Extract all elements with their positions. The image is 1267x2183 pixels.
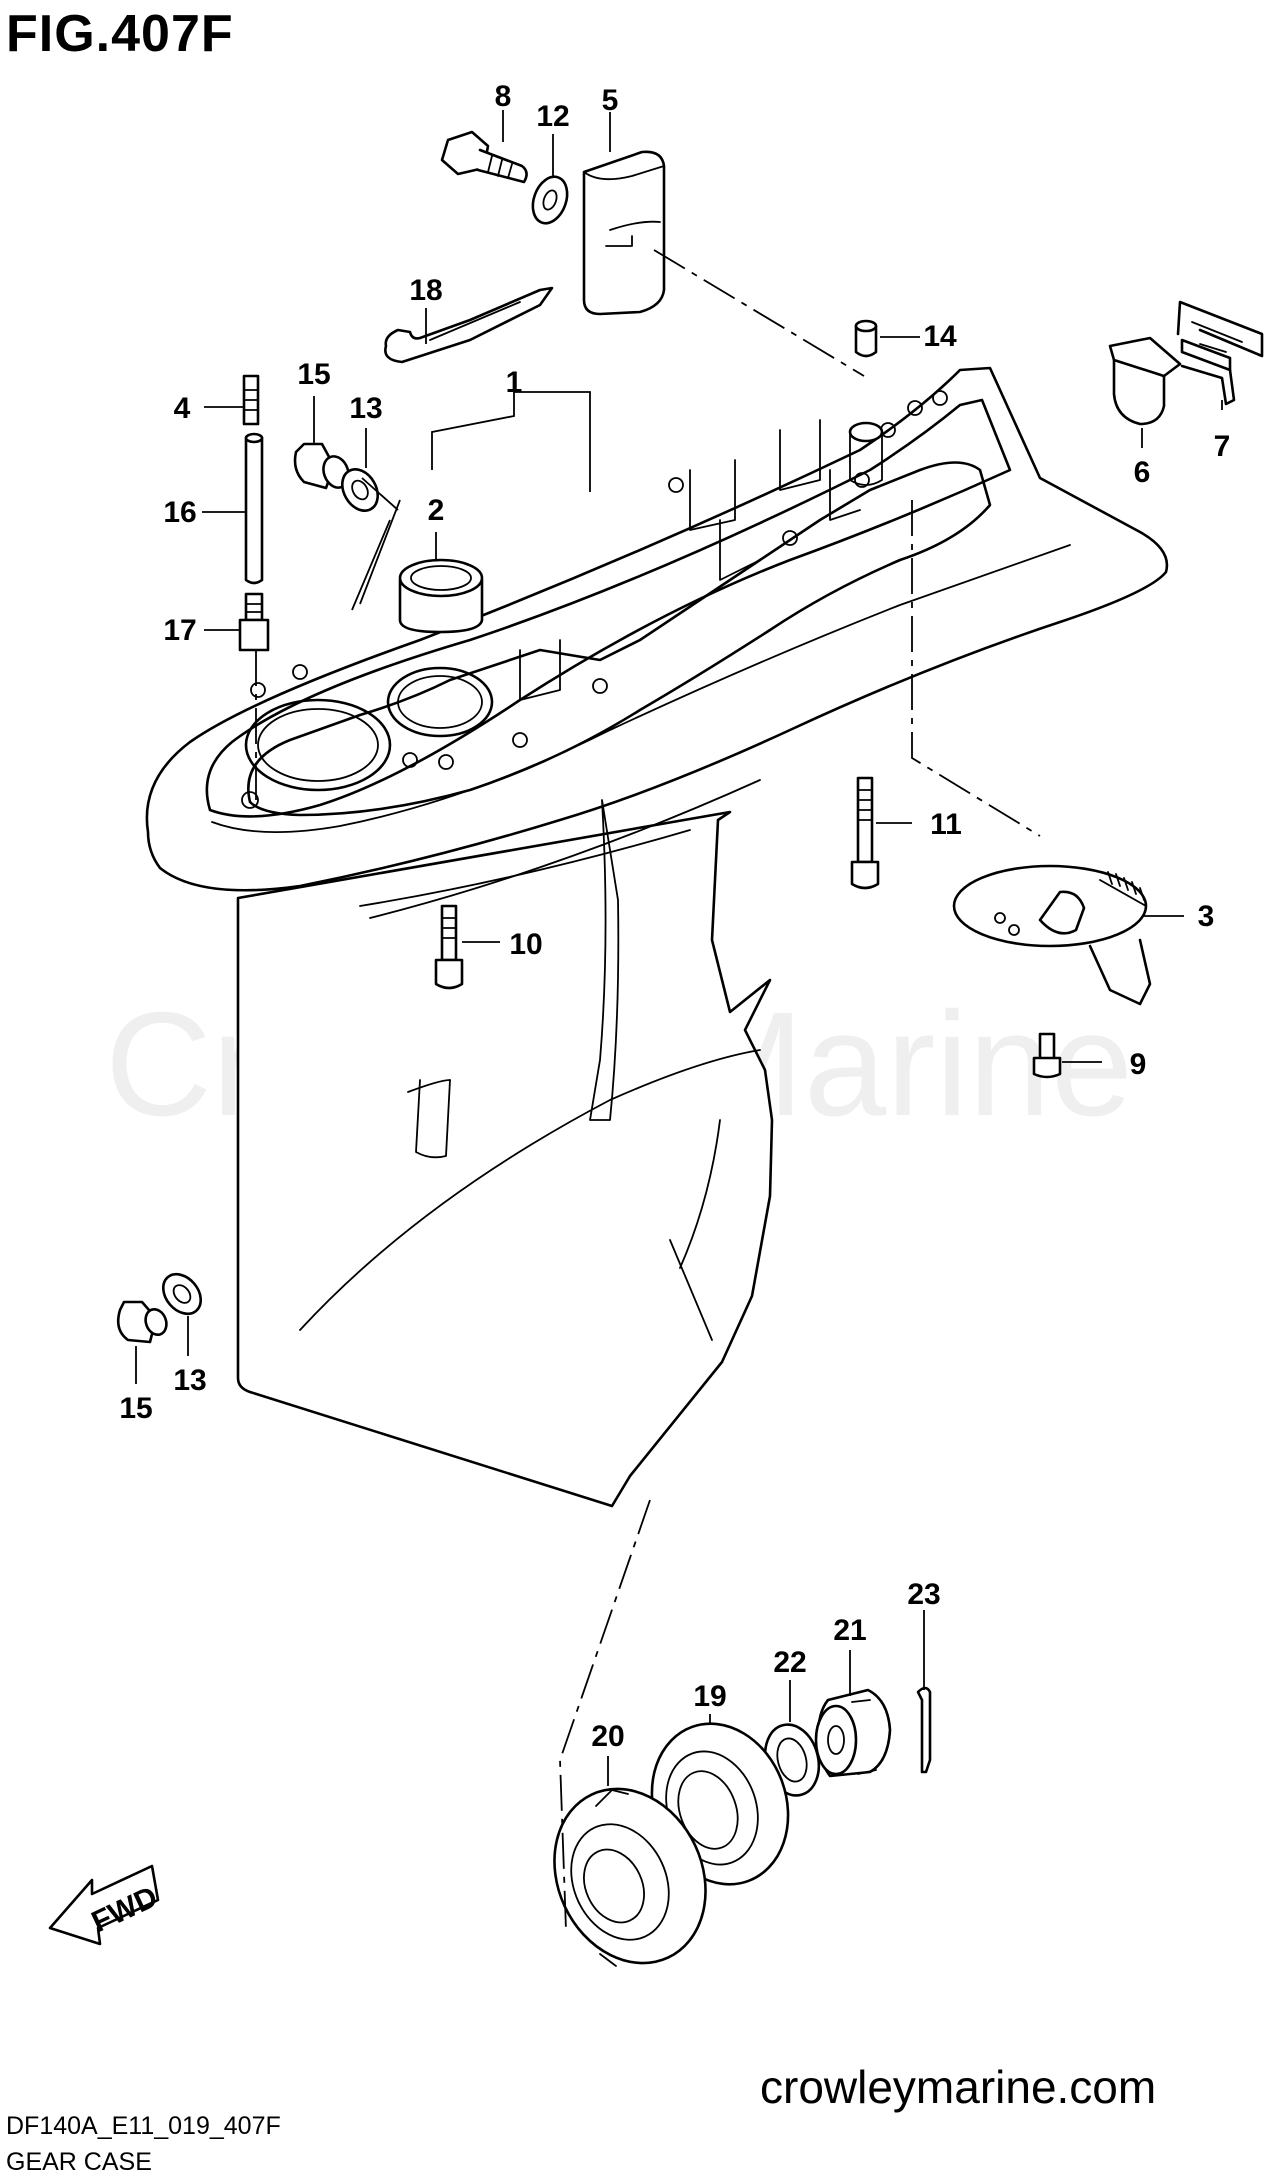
callout-c17: 17 (163, 614, 196, 647)
figure-caption: GEAR CASE (6, 2148, 152, 2176)
callout-c18: 18 (409, 274, 442, 307)
alignment-lines (255, 249, 1041, 1931)
screw-9 (1032, 1032, 1062, 1079)
callout-c13a: 13 (349, 392, 382, 425)
bracket-7 (1176, 300, 1264, 406)
callout-c9: 9 (1130, 1048, 1147, 1081)
figure-code: DF140A_E11_019_407F (6, 2112, 281, 2140)
callout-c14: 14 (923, 320, 957, 353)
callout-c1: 1 (506, 366, 523, 399)
callout-c8: 8 (495, 80, 512, 113)
fwd-direction-badge: FWD (48, 1864, 163, 1946)
fitting-17 (238, 592, 270, 652)
callout-c19: 19 (693, 1680, 726, 1713)
gear-case-housing (145, 366, 1169, 1508)
callout-c15b: 15 (119, 1392, 152, 1425)
callout-c4: 4 (174, 392, 191, 425)
bolt-11 (850, 776, 880, 890)
bolt-8 (440, 130, 528, 184)
callout-c23: 23 (907, 1578, 940, 1611)
callout-c5: 5 (602, 84, 619, 117)
figure-title: FIG.407F (6, 5, 234, 63)
website-text: crowleymarine.com (760, 2061, 1157, 2113)
cap-6 (1108, 336, 1182, 426)
callout-c21: 21 (833, 1614, 866, 1647)
callout-c2: 2 (428, 494, 445, 527)
cotter-pin-23 (916, 1686, 932, 1774)
bolt-10 (434, 904, 464, 990)
callout-c11: 11 (930, 808, 962, 841)
cable-tie-18 (384, 286, 554, 364)
pin-14 (854, 319, 878, 358)
castle-nut-21 (814, 1688, 892, 1778)
trim-tab-3 (952, 864, 1152, 1006)
callout-c7: 7 (1214, 430, 1231, 463)
callout-c3: 3 (1198, 900, 1215, 933)
callout-c22: 22 (773, 1646, 806, 1679)
washer-12 (531, 175, 569, 225)
callout-c13b: 13 (173, 1364, 206, 1397)
callout-c15a: 15 (297, 358, 330, 391)
callout-numbers: 8 12 5 18 14 6 7 4 15 13 1 16 2 17 11 3 10 9 15 13 23 21 22 19 2… (119, 80, 1230, 1753)
plug-15-upper (293, 442, 350, 490)
callout-c16: 16 (163, 496, 196, 529)
cover-5 (582, 150, 666, 316)
callout-c20: 20 (591, 1720, 624, 1753)
plug-15-lower (116, 1300, 168, 1344)
callout-c10: 10 (509, 928, 542, 961)
washer-13-upper (341, 468, 379, 512)
callout-c12: 12 (536, 100, 569, 133)
fitting-4 (242, 374, 260, 426)
pipe-16 (244, 432, 264, 585)
washer-13-lower (161, 1272, 203, 1316)
leader-lines (135, 110, 1223, 1786)
callout-c6: 6 (1134, 456, 1151, 489)
